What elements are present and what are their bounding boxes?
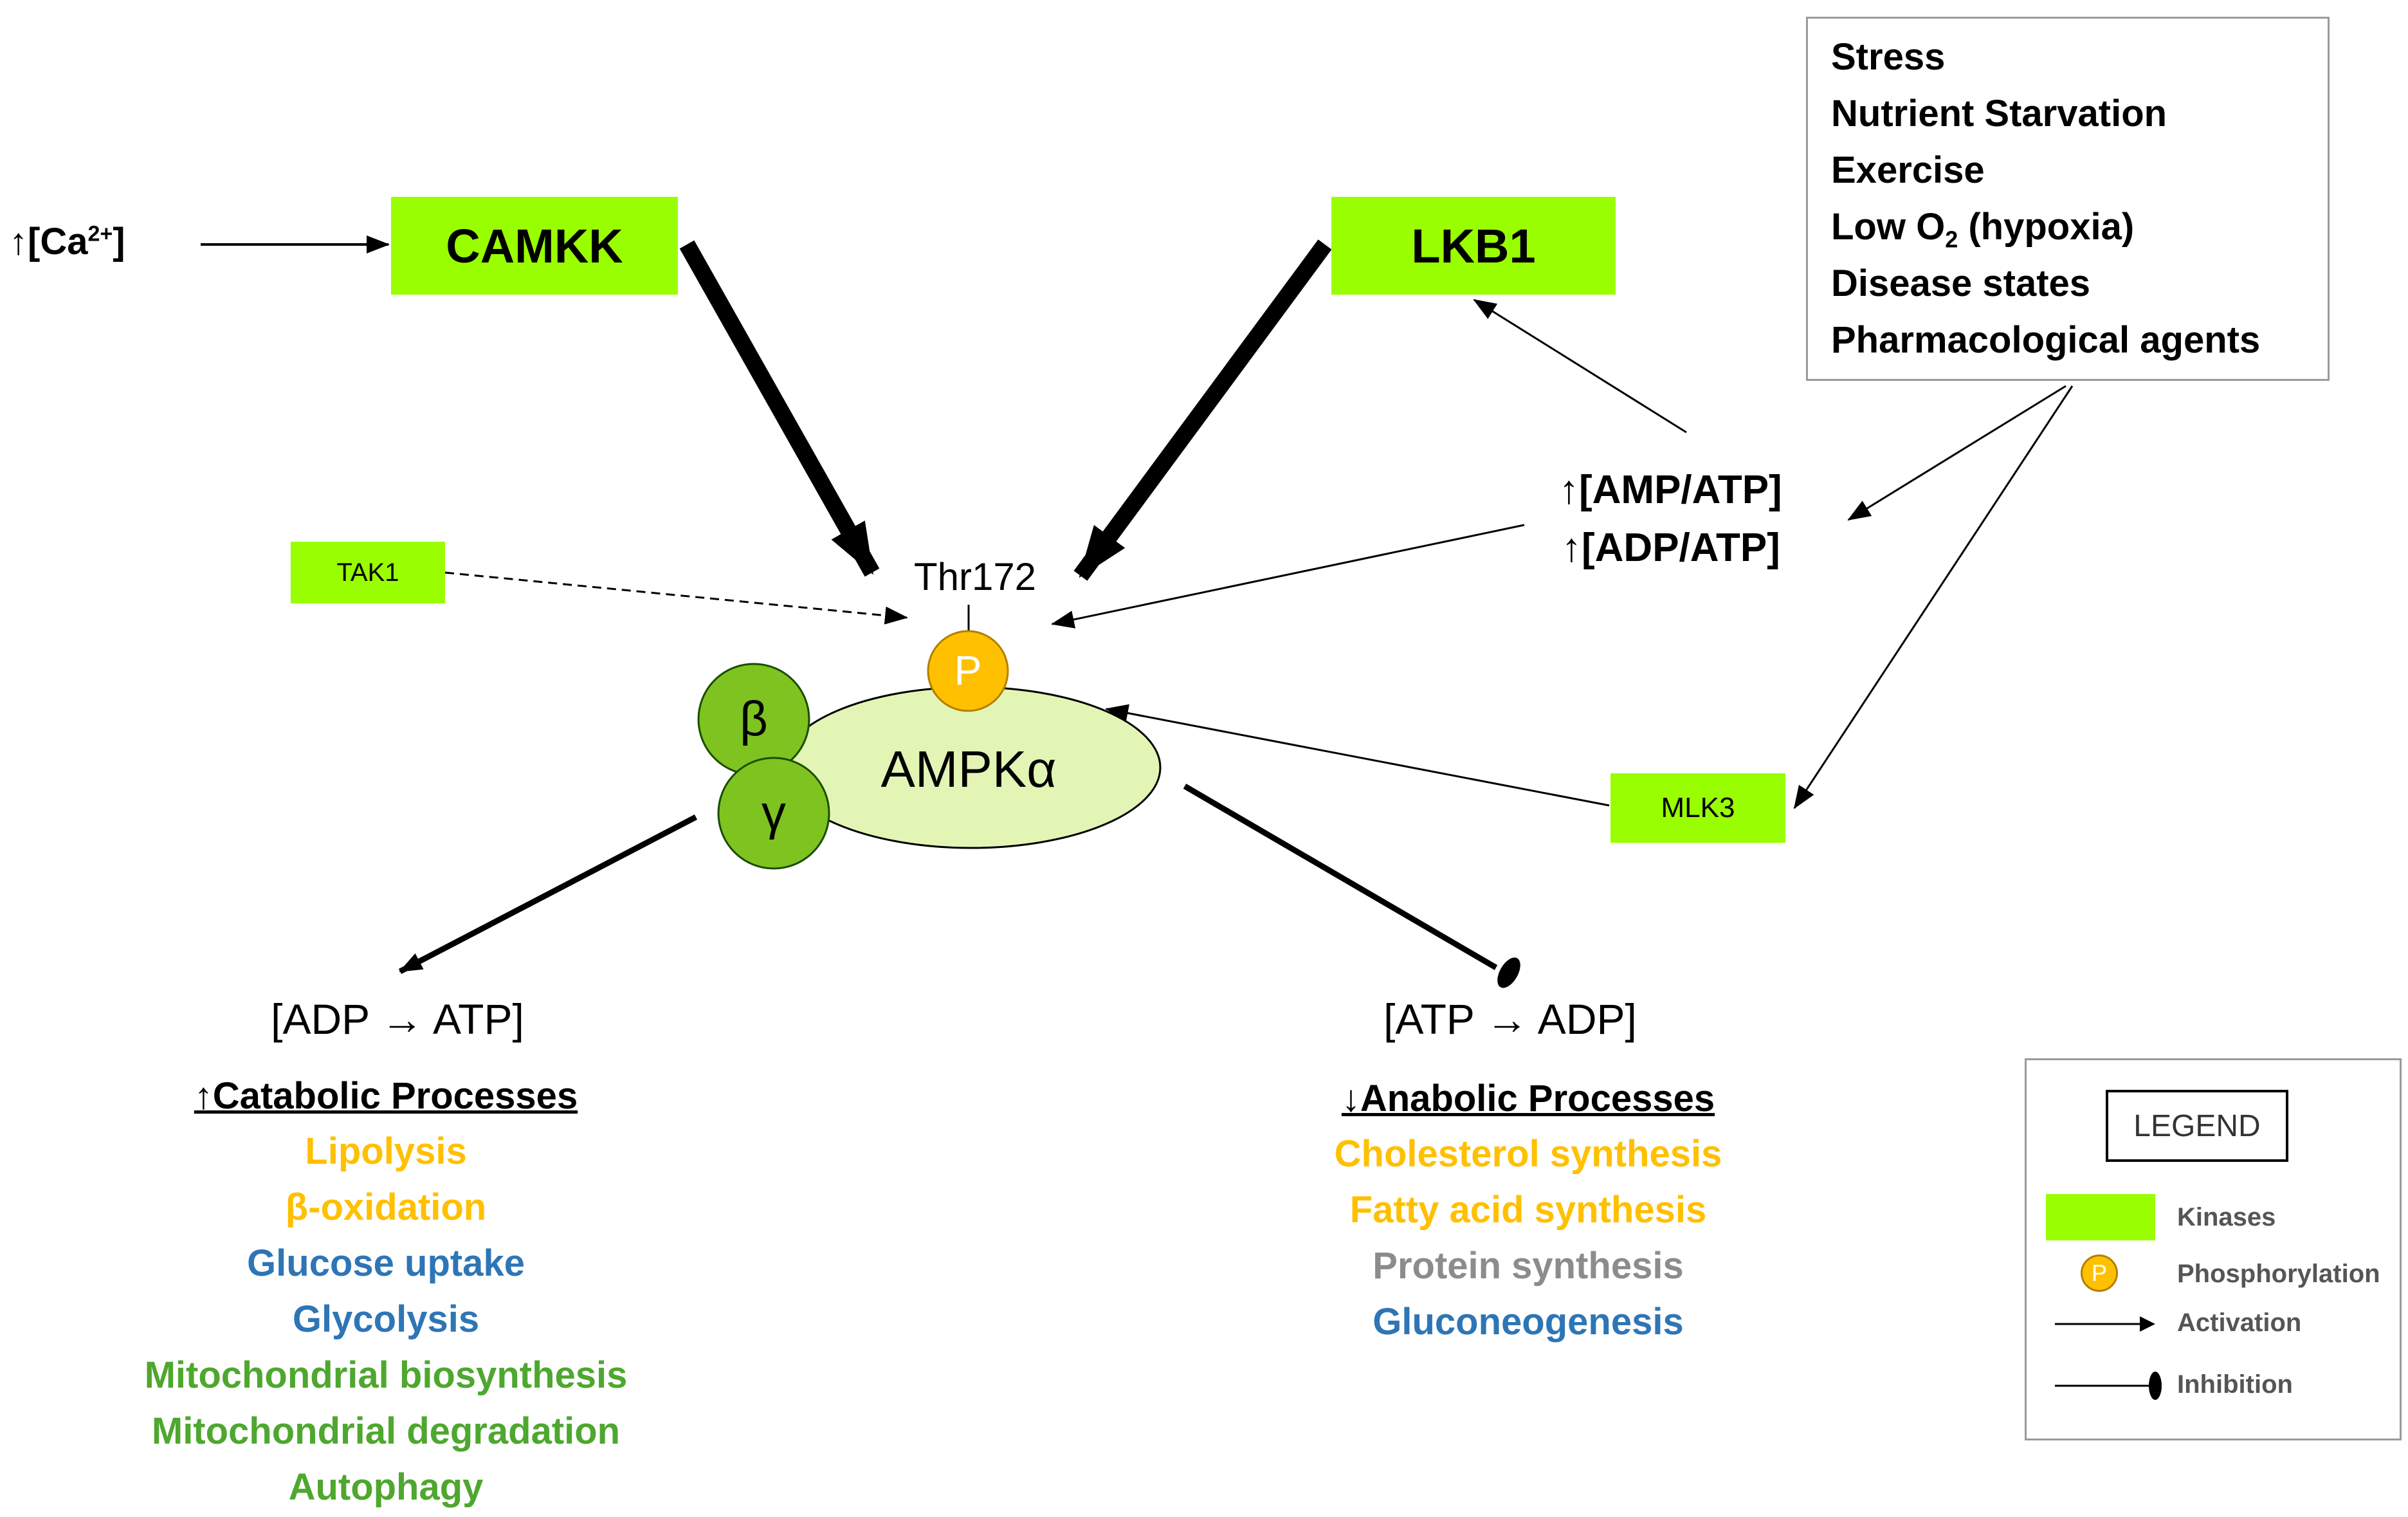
- calcium-charge: 2+: [87, 221, 113, 246]
- legend-activation-arrow: [2055, 1316, 2155, 1332]
- anabolic-energy-label: [ATP → ADP]: [1383, 995, 1637, 1043]
- stimuli-to-mlk3-arrow: [1793, 385, 2074, 809]
- tak1-kinase: TAK1: [291, 542, 445, 603]
- legend-title: LEGEND: [2106, 1090, 2288, 1162]
- catabolic-process-item: β-oxidation: [285, 1186, 487, 1228]
- tak1-to-thr172-arrow: [444, 571, 908, 625]
- ratio-to-lkb1-arrow: [1473, 299, 1687, 434]
- stimulus-item-hypoxia: Low O2 (hypoxia): [1831, 205, 2134, 253]
- stimuli-box: Stress Nutrient Starvation Exercise Low …: [1806, 17, 2330, 381]
- legend-box: LEGEND Kinases P Phosphorylation Activat…: [2025, 1058, 2402, 1440]
- amp-atp-ratio: ↑[AMP/ATP]: [1559, 468, 1782, 512]
- stimulus-item: Disease states: [1831, 262, 2091, 304]
- anabolic-process-item: Protein synthesis: [1373, 1245, 1684, 1287]
- thr172-label: Thr172: [913, 555, 1037, 598]
- anabolic-process-item: Gluconeogenesis: [1373, 1301, 1684, 1343]
- legend-kinases-label: Kinases: [2177, 1203, 2276, 1231]
- oxygen-subscript: 2: [1945, 226, 1958, 253]
- anabolic-process-item: Cholesterol synthesis: [1334, 1133, 1722, 1175]
- camkk-kinase: CAMKK: [391, 197, 678, 295]
- gamma-label: γ: [762, 786, 786, 840]
- ampk-alpha-label: AMPKα: [880, 740, 1057, 798]
- legend-inhibition-label: Inhibition: [2177, 1370, 2293, 1399]
- beta-label: β: [740, 692, 768, 746]
- ampk-gamma-subunit: [717, 757, 830, 870]
- mlk3-kinase: MLK3: [1610, 773, 1785, 843]
- anabolic-process-item: Fatty acid synthesis: [1349, 1189, 1707, 1231]
- phosphorylation-label: P: [954, 647, 982, 694]
- camkk-to-thr172-arrow: [679, 240, 880, 577]
- stimulus-item: Pharmacological agents: [1831, 319, 2261, 361]
- legend-inhibition-symbol: [2055, 1372, 2162, 1400]
- legend-activation-label: Activation: [2177, 1309, 2302, 1337]
- legend-phospho-symbol: P: [2091, 1260, 2107, 1286]
- mlk3-to-ampk-arrow: [1105, 704, 1610, 807]
- lkb1-kinase: LKB1: [1331, 197, 1616, 295]
- hypoxia-suffix: (hypoxia): [1958, 206, 2135, 248]
- catabolic-energy-label: [ADP → ATP]: [271, 995, 524, 1043]
- inhibition-cap: [1497, 957, 1520, 988]
- catabolic-process-item: Glycolysis: [292, 1298, 480, 1340]
- catabolic-process-item: Lipolysis: [305, 1130, 467, 1172]
- stimuli-to-ratio-arrow: [1847, 385, 2066, 521]
- stimulus-item: Exercise: [1831, 149, 1985, 191]
- legend-phosphorylation-label: Phosphorylation: [2177, 1260, 2380, 1288]
- phosphorylation-marker: [927, 630, 1009, 712]
- catabolic-process-item: Autophagy: [288, 1466, 484, 1508]
- lkb1-label: LKB1: [1411, 219, 1536, 273]
- stimulus-item: Nutrient Starvation: [1831, 93, 2167, 134]
- anabolic-heading: ↓Anabolic Processes: [1341, 1078, 1715, 1119]
- mlk3-label: MLK3: [1661, 792, 1735, 823]
- ratio-to-thr172-arrow: [1051, 524, 1525, 629]
- catabolic-heading: ↑Catabolic Processes: [194, 1075, 578, 1117]
- ampk-to-anabolic-inhibition: [1183, 784, 1498, 970]
- stimulus-item: Stress: [1831, 36, 1946, 78]
- calcium-label: [Ca: [28, 221, 88, 262]
- calcium-close: ]: [113, 221, 125, 262]
- hypoxia-prefix: Low O: [1831, 206, 1946, 248]
- catabolic-process-item: Glucose uptake: [247, 1242, 525, 1284]
- legend-kinase-swatch: [2046, 1194, 2155, 1240]
- ampk-to-catabolic-arrow: [398, 814, 698, 974]
- catabolic-process-item: Mitochondrial degradation: [151, 1410, 621, 1452]
- tak1-label: TAK1: [336, 558, 399, 587]
- calcium-input: ↑[Ca2+]: [9, 220, 125, 263]
- legend-phospho-swatch: P: [2081, 1255, 2118, 1292]
- catabolic-process-item: Mitochondrial biosynthesis: [144, 1354, 628, 1396]
- adp-atp-ratio: ↑[ADP/ATP]: [1562, 526, 1780, 570]
- camkk-label: CAMKK: [446, 219, 623, 273]
- calcium-arrow: ↑: [9, 221, 28, 262]
- lkb1-to-thr172-arrow: [1073, 239, 1332, 581]
